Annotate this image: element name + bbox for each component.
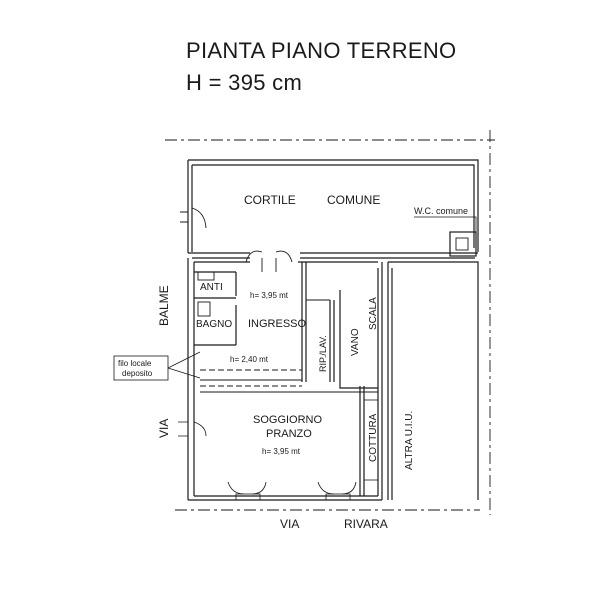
deposito-dashed-line bbox=[200, 369, 302, 387]
cottura-counter bbox=[363, 399, 379, 481]
courtyard-door-swing bbox=[191, 207, 207, 229]
label-street-rivara: RIVARA bbox=[344, 517, 388, 531]
altra-uiu-boundary bbox=[388, 261, 479, 500]
altra-uiu-wall bbox=[387, 262, 393, 500]
anti-sink bbox=[197, 271, 215, 281]
label-cortile: CORTILE bbox=[244, 193, 296, 207]
label-h-soggiorno: h= 3,95 mt bbox=[262, 447, 301, 456]
label-h-ingresso: h= 3,95 mt bbox=[250, 291, 289, 300]
side-window-jamb bbox=[178, 421, 188, 437]
label-street-via-bottom: VIA bbox=[280, 517, 299, 531]
window-sill-right bbox=[325, 493, 351, 501]
label-comune: COMUNE bbox=[327, 193, 380, 207]
rip-lav-right-wall bbox=[329, 300, 335, 382]
plan-height: H = 395 cm bbox=[186, 70, 303, 95]
window-bottom-left bbox=[227, 481, 267, 495]
label-wc-comune: W.C. comune bbox=[414, 206, 468, 216]
label-deposito: deposito bbox=[122, 369, 153, 378]
courtyard-outer-wall bbox=[188, 159, 479, 252]
label-pranzo: PRANZO bbox=[266, 428, 312, 440]
label-h-deposito: h= 2,40 mt bbox=[230, 355, 269, 364]
wc-fixture bbox=[455, 237, 469, 251]
ingresso-right-wall bbox=[301, 262, 307, 382]
wc-comune-room bbox=[449, 231, 477, 257]
label-filo-locale: filo locale bbox=[118, 359, 152, 368]
apartment-left-wall bbox=[187, 258, 195, 500]
callout-leader bbox=[167, 351, 201, 379]
cottura-wall bbox=[359, 386, 365, 496]
label-street-balme: BALME bbox=[157, 285, 171, 326]
window-bottom-right bbox=[317, 481, 357, 495]
courtyard-door-jamb bbox=[180, 211, 188, 223]
label-anti: ANTI bbox=[200, 282, 223, 293]
entrance-door-swing bbox=[245, 250, 293, 263]
vano-scala-wall bbox=[339, 290, 378, 389]
plan-title: PIANTA PIANO TERRENO bbox=[186, 38, 457, 63]
label-soggiorno: SOGGIORNO bbox=[253, 414, 323, 426]
bagno-fixture bbox=[197, 301, 211, 317]
window-sill-left bbox=[235, 493, 261, 501]
side-window-swing bbox=[193, 421, 207, 437]
label-bagno: BAGNO bbox=[196, 319, 232, 330]
wc-label-leader bbox=[414, 216, 477, 232]
label-scala: SCALA bbox=[368, 297, 379, 330]
label-street-via-left: VIA bbox=[157, 419, 171, 438]
label-ingresso: INGRESSO bbox=[248, 318, 307, 330]
label-altra-uiu: ALTRA U.I.U. bbox=[404, 411, 415, 470]
apartment-bottom-wall bbox=[188, 495, 382, 501]
entrance-door-leaf bbox=[261, 258, 277, 272]
label-cottura: COTTURA bbox=[368, 413, 379, 462]
courtyard-inner-wall bbox=[192, 164, 475, 248]
label-vano: VANO bbox=[350, 328, 361, 356]
label-rip-lav: RIP./LAV. bbox=[318, 335, 328, 372]
